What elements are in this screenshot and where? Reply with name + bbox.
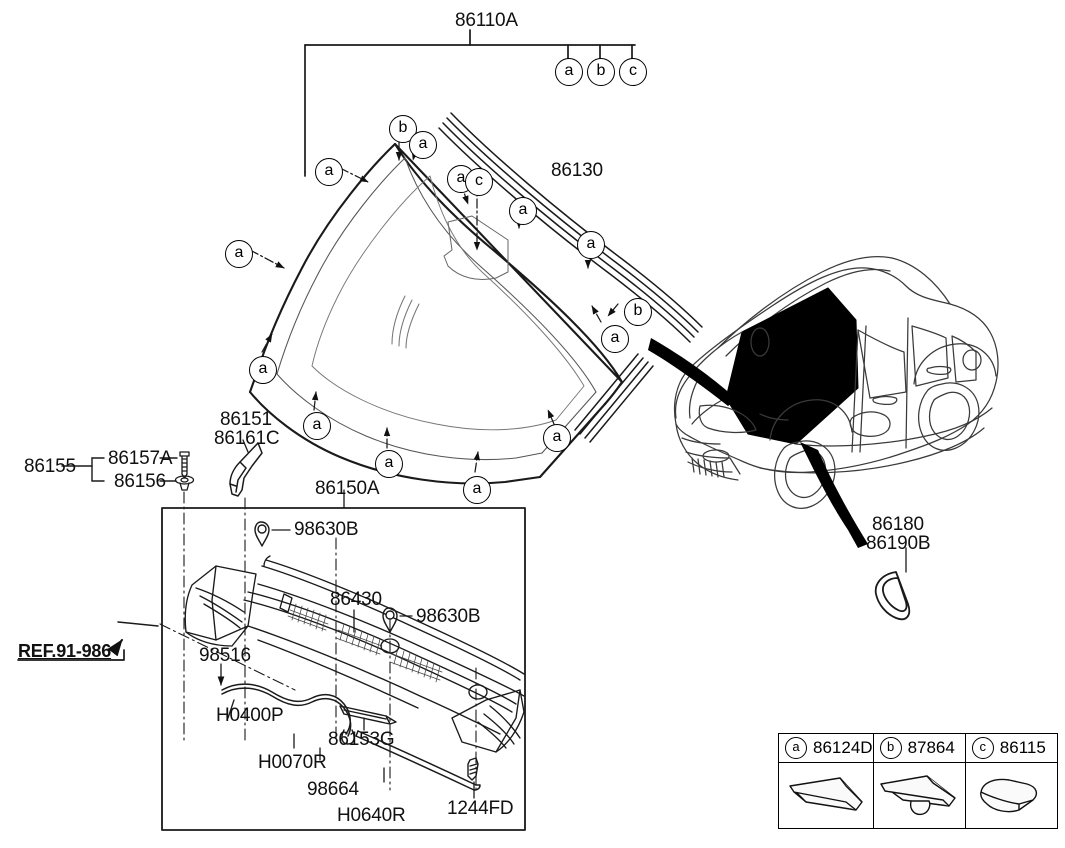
- label-86156: 86156: [114, 471, 166, 492]
- label-H0400P: H0400P: [216, 705, 284, 726]
- leader-86151: [242, 439, 249, 453]
- label-86151: 86151: [220, 409, 272, 430]
- top-bracket-86110A: [304, 29, 636, 173]
- callout-a-11: a: [463, 476, 491, 504]
- screw-86157A: [179, 451, 190, 479]
- legend-shape-c: [966, 763, 1057, 828]
- car-pointer-ribbons: [648, 338, 868, 548]
- label-86180: 86180: [872, 514, 924, 535]
- ref-arrow: [107, 638, 124, 657]
- label-H0070R: H0070R: [258, 752, 327, 773]
- legend-shape-a: [779, 763, 873, 828]
- ref-pointer-line: [117, 621, 159, 627]
- legend-mark-a: a: [785, 737, 807, 759]
- cowl-assembly: [184, 555, 525, 753]
- label-86110A: 86110A: [455, 10, 518, 31]
- legend-shape-b: [874, 763, 965, 828]
- legend-mark-c: c: [971, 737, 994, 759]
- bracket-86151-86161C: [229, 442, 263, 497]
- flat-wedge-strip-icon: [789, 776, 863, 811]
- legend-item-c: c 86115: [965, 734, 1057, 828]
- mirror-mount-outline: [443, 215, 509, 280]
- callout-a-9: a: [303, 412, 331, 440]
- label-86130: 86130: [551, 160, 603, 181]
- legend-header-a: a 86124D: [779, 734, 873, 763]
- legend-item-a: a 86124D: [779, 734, 874, 828]
- bracket-86155-lines: [61, 457, 178, 482]
- callout-a-5: a: [509, 197, 537, 225]
- windshield-glass-inner-edge: [276, 157, 597, 461]
- moulding-86130: [438, 112, 703, 343]
- label-98630B-upper: 98630B: [294, 519, 359, 540]
- callout-a-12: a: [543, 424, 571, 452]
- legend-part-a: 86124D: [813, 738, 873, 757]
- callout-c-1: c: [465, 168, 493, 196]
- moulding-86130-side: [574, 353, 654, 443]
- ref-underline: [17, 649, 125, 661]
- callout-a-8: a: [249, 356, 277, 384]
- legend-header-c: c 86115: [965, 734, 1057, 763]
- label-H0640R: H0640R: [337, 805, 406, 826]
- legend-header-b: b 87864: [873, 734, 965, 763]
- legend-part-b: 87864: [907, 738, 955, 757]
- label-reference: REF.91-986: [18, 641, 112, 661]
- bracket-mark-b: b: [587, 58, 615, 86]
- seal-strip-86153G: [339, 705, 397, 725]
- clip-98630B-upper: [254, 521, 270, 547]
- assembly-axis-lines: [159, 491, 477, 791]
- label-98516: 98516: [199, 645, 251, 666]
- bracket-mark-c: c: [619, 58, 647, 86]
- leader-H0400P: [227, 699, 235, 719]
- windshield-inner-frit-line: [311, 175, 585, 431]
- label-98664: 98664: [307, 779, 359, 800]
- callout-b-2: b: [624, 298, 652, 326]
- callout-a-1: a: [315, 158, 343, 186]
- callout-a-6: a: [577, 231, 605, 259]
- callout-a-2: a: [225, 240, 253, 268]
- label-86190B: 86190B: [866, 533, 931, 554]
- legend-box: a 86124D b 87864: [778, 733, 1058, 829]
- legend-mark-b: b: [879, 737, 902, 759]
- washer-hose-98664: [355, 730, 481, 791]
- legend-part-c: 86115: [999, 738, 1046, 757]
- connector-H0070R: [341, 729, 355, 745]
- label-86161C: 86161C: [214, 428, 280, 449]
- grommet-86156: [174, 475, 195, 491]
- rounded-block-icon: [980, 778, 1038, 812]
- label-1244FD: 1244FD: [447, 798, 514, 819]
- label-98630B-lower: 98630B: [416, 606, 481, 627]
- label-86430: 86430: [330, 589, 382, 610]
- washer-hose-98516: [221, 683, 352, 737]
- callout-a-7: a: [601, 325, 629, 353]
- bracket-mark-a: a: [555, 58, 583, 86]
- label-86155: 86155: [24, 456, 76, 477]
- clip-98630B-lower: [382, 607, 398, 633]
- fastener-1244FD: [467, 757, 479, 781]
- quarter-glass-part: [874, 571, 911, 621]
- label-86157A: 86157A: [108, 448, 173, 469]
- callout-a-10: a: [375, 450, 403, 478]
- glass-reflection-lines: [391, 295, 420, 349]
- label-86150A: 86150A: [315, 478, 380, 499]
- callout-a-3: a: [409, 131, 437, 159]
- legend-item-b: b 87864: [873, 734, 966, 828]
- label-86153G: 86153G: [328, 729, 395, 750]
- car-illustration: [673, 256, 999, 509]
- strip-with-tab-icon: [880, 774, 956, 815]
